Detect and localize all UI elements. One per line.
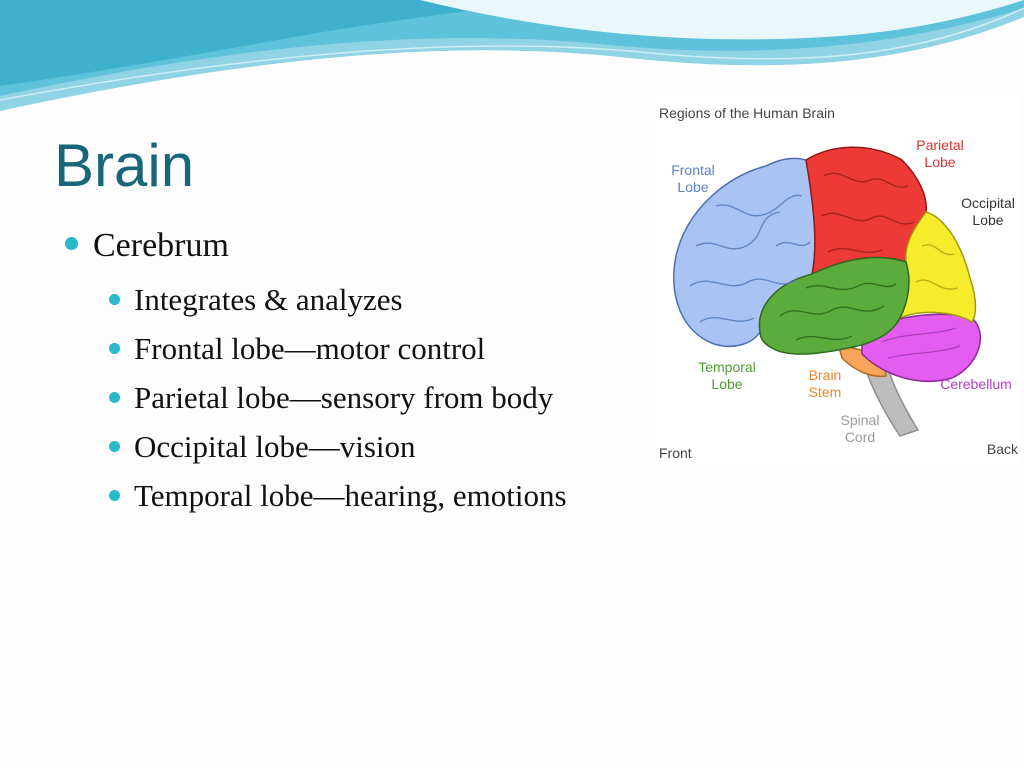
figure-caption: Regions of the Human Brain — [659, 105, 835, 121]
sub-bullet: Temporal lobe—hearing, emotions — [106, 471, 662, 520]
sub-bullet: Integrates & analyzes — [106, 275, 662, 324]
temporal-lobe-shape — [758, 256, 910, 355]
cerebellum-shape — [861, 313, 982, 382]
slide-title: Brain — [54, 132, 195, 199]
label-back: Back — [986, 441, 1018, 457]
sub-bullet: Occipital lobe—vision — [106, 422, 662, 471]
label-occipital-lobe: Occipital Lobe — [961, 195, 1015, 228]
occipital-lobe-shape — [898, 211, 977, 324]
bullet-list: Cerebrum Integrates & analyzes Frontal l… — [62, 224, 662, 520]
label-parietal-lobe: Parietal Lobe — [916, 137, 964, 170]
label-spinal-cord: Spinal Cord — [840, 412, 880, 445]
label-cerebellum: Cerebellum — [940, 376, 1012, 392]
sub-bullet: Parietal lobe—sensory from body — [106, 373, 662, 422]
brain-regions-figure: Regions of the Human Brain Frontal Lobe … — [656, 96, 1022, 470]
sub-bullet: Frontal lobe—motor control — [106, 324, 662, 373]
label-front: Front — [659, 445, 692, 461]
label-frontal-lobe: Frontal Lobe — [671, 162, 715, 195]
header-wave-decoration — [0, 0, 1024, 113]
bullet-cerebrum: Cerebrum — [62, 224, 662, 268]
brain-illustration — [673, 146, 982, 437]
label-temporal-lobe: Temporal Lobe — [698, 359, 756, 392]
label-brain-stem: Brain Stem — [808, 367, 842, 400]
